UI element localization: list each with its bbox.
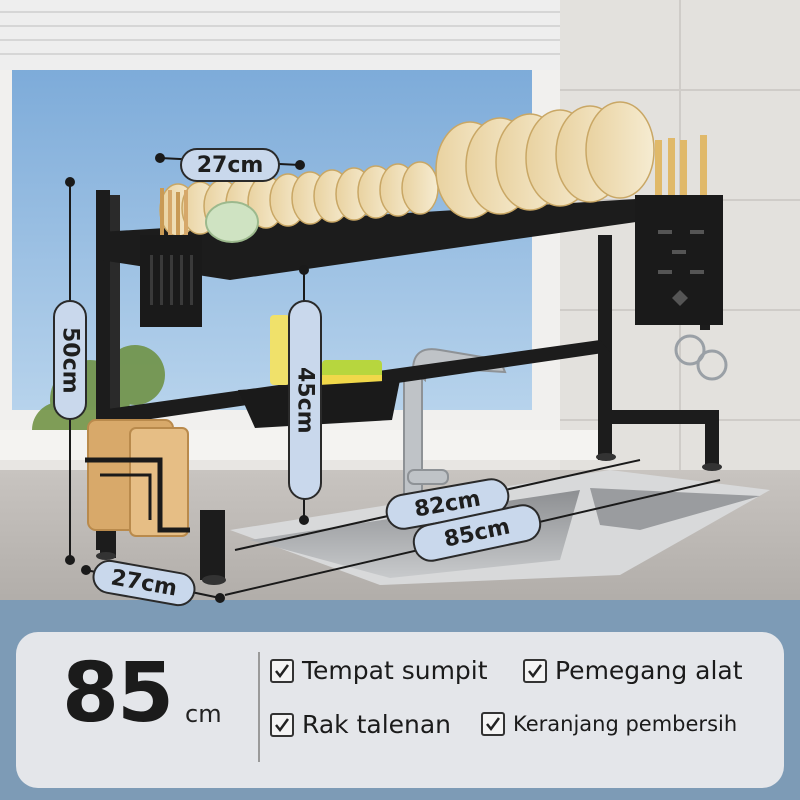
- chopstick-holder: [140, 188, 202, 327]
- plates: [159, 101, 655, 243]
- feature-panel: [16, 632, 784, 788]
- feature-item: Keranjang pembersih: [481, 712, 737, 736]
- sink-basin-right: [590, 488, 760, 530]
- checkbox-icon: [481, 712, 505, 736]
- feature-item: Tempat sumpit: [270, 656, 488, 685]
- utensil-holder: [635, 135, 728, 381]
- feature-item: Rak talenan: [270, 710, 451, 739]
- checkbox-icon: [270, 658, 294, 683]
- feature-label: Tempat sumpit: [302, 656, 488, 685]
- size-unit: cm: [185, 700, 222, 728]
- feature-label: Rak talenan: [302, 710, 452, 739]
- size-value: 85: [62, 646, 174, 741]
- dimension-label-inner-height: 45cm: [288, 300, 322, 500]
- checkbox-icon: [270, 712, 294, 737]
- feature-item: Pemegang alat: [523, 656, 743, 685]
- feature-label: Pemegang alat: [555, 656, 743, 685]
- checkbox-icon: [523, 658, 547, 683]
- dimension-label-top-depth: 27cm: [180, 148, 280, 182]
- panel-divider: [258, 652, 260, 762]
- dimension-label-height: 50cm: [53, 300, 87, 420]
- feature-label: Keranjang pembersih: [513, 712, 738, 736]
- cutting-board-holder: [85, 419, 190, 537]
